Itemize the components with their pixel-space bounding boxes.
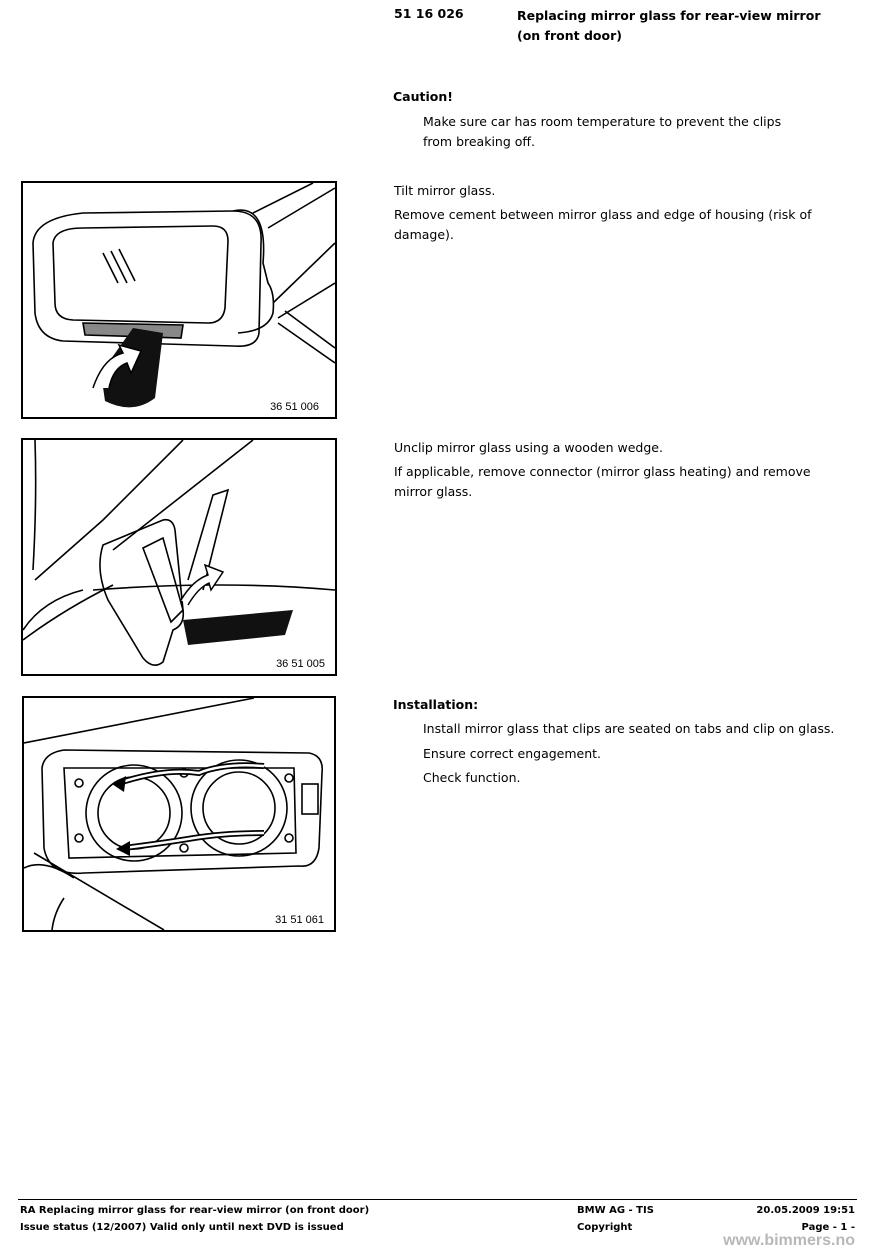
footer-copyright: Copyright <box>577 1222 633 1233</box>
step1-line1: Tilt mirror glass. <box>394 183 496 198</box>
install-line1: Install mirror glass that clips are seat… <box>423 721 835 736</box>
footer-divider <box>18 1199 857 1200</box>
install-line3: Check function. <box>423 770 521 785</box>
step2-line1: Unclip mirror glass using a wooden wedge… <box>394 440 663 455</box>
figure-label: 36 51 006 <box>270 401 319 413</box>
footer-publisher: BMW AG - TIS <box>577 1205 654 1216</box>
figure-tilt-mirror: 36 51 006 <box>21 181 337 419</box>
watermark-text: www.bimmers.no <box>723 1232 855 1249</box>
caution-text: Make sure car has room temperature to pr… <box>423 114 782 149</box>
install-line2: Ensure correct engagement. <box>423 746 602 761</box>
document-number: 51 16 026 <box>394 6 464 21</box>
step2-line2: If applicable, remove connector (mirror … <box>394 464 811 499</box>
footer-issue-status: Issue status (12/2007) Valid only until … <box>20 1222 344 1233</box>
figure-install-mirror: 31 51 061 <box>22 696 336 932</box>
document-title: Replacing mirror glass for rear-view mir… <box>517 8 821 43</box>
figure-unclip-mirror: 36 51 005 <box>21 438 337 676</box>
step1-line2: Remove cement between mirror glass and e… <box>394 207 812 242</box>
mirror-unclip-illustration <box>23 440 335 666</box>
footer-page-number: Page - 1 - <box>801 1222 855 1233</box>
mirror-install-illustration <box>24 698 324 930</box>
figure-label: 31 51 061 <box>275 914 324 926</box>
installation-heading: Installation: <box>393 697 479 712</box>
footer-doc-title: RA Replacing mirror glass for rear-view … <box>20 1205 370 1216</box>
caution-heading: Caution! <box>393 89 453 104</box>
footer-datetime: 20.05.2009 19:51 <box>756 1205 855 1216</box>
figure-label: 36 51 005 <box>276 658 325 670</box>
mirror-tilt-illustration <box>32 183 335 408</box>
